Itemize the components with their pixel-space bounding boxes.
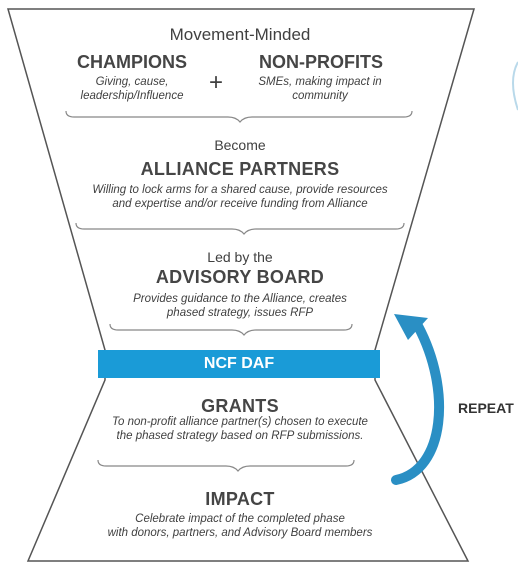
advisory-board-title: ADVISORY BOARD bbox=[155, 267, 325, 287]
partial-circle-decoration bbox=[512, 61, 518, 111]
grants-line-2: the phased strategy based on RFP submiss… bbox=[116, 430, 364, 443]
champions-title: CHAMPIONS bbox=[76, 52, 187, 72]
advisory-line-2: phased strategy, issues RFP bbox=[166, 307, 314, 320]
repeat-arrow-head bbox=[394, 314, 428, 340]
ncf-daf-label: NCF DAF bbox=[203, 355, 275, 372]
advisory-line-1: Provides guidance to the Alliance, creat… bbox=[133, 293, 347, 305]
champions-description: Giving, cause, leadership/Influence bbox=[62, 75, 202, 104]
nonprofits-description: SMEs, making impact in community bbox=[240, 75, 400, 104]
nonprofits-line-2: community bbox=[292, 90, 348, 103]
brace-divider-3 bbox=[109, 323, 353, 336]
brace-divider-4 bbox=[97, 459, 355, 472]
alliance-partners-title: ALLIANCE PARTNERS bbox=[140, 159, 340, 179]
grants-title: GRANTS bbox=[201, 396, 279, 416]
become-label: Become bbox=[214, 137, 266, 153]
impact-line-1: Celebrate impact of the completed phase bbox=[135, 513, 345, 525]
nonprofits-title: NON-PROFITS bbox=[259, 52, 383, 72]
alliance-line-2: and expertise and/or receive funding fro… bbox=[112, 198, 368, 211]
grants-description: To non-profit alliance partner(s) chosen… bbox=[40, 415, 440, 444]
brace-divider-2 bbox=[75, 222, 405, 235]
nonprofits-line-1: SMEs, making impact in bbox=[258, 76, 382, 88]
grants-line-1: To non-profit alliance partner(s) chosen… bbox=[112, 416, 368, 428]
repeat-arrow-curve bbox=[391, 321, 445, 485]
led-by-label: Led by the bbox=[207, 249, 273, 265]
champions-line-1: Giving, cause, bbox=[95, 76, 169, 88]
alliance-line-1: Willing to lock arms for a shared cause,… bbox=[92, 184, 388, 196]
repeat-label: REPEAT bbox=[458, 400, 514, 416]
ncf-daf-banner bbox=[98, 350, 380, 378]
brace-divider-1 bbox=[65, 110, 413, 123]
movement-minded-heading: Movement-Minded bbox=[169, 25, 311, 44]
impact-line-2: with donors, partners, and Advisory Boar… bbox=[107, 527, 373, 540]
plus-sign: + bbox=[208, 69, 223, 96]
champions-line-2: leadership/Influence bbox=[80, 90, 184, 103]
impact-description: Celebrate impact of the completed phase … bbox=[40, 512, 440, 541]
advisory-board-description: Provides guidance to the Alliance, creat… bbox=[40, 292, 440, 321]
impact-title: IMPACT bbox=[205, 489, 275, 509]
alliance-partners-description: Willing to lock arms for a shared cause,… bbox=[40, 183, 440, 212]
